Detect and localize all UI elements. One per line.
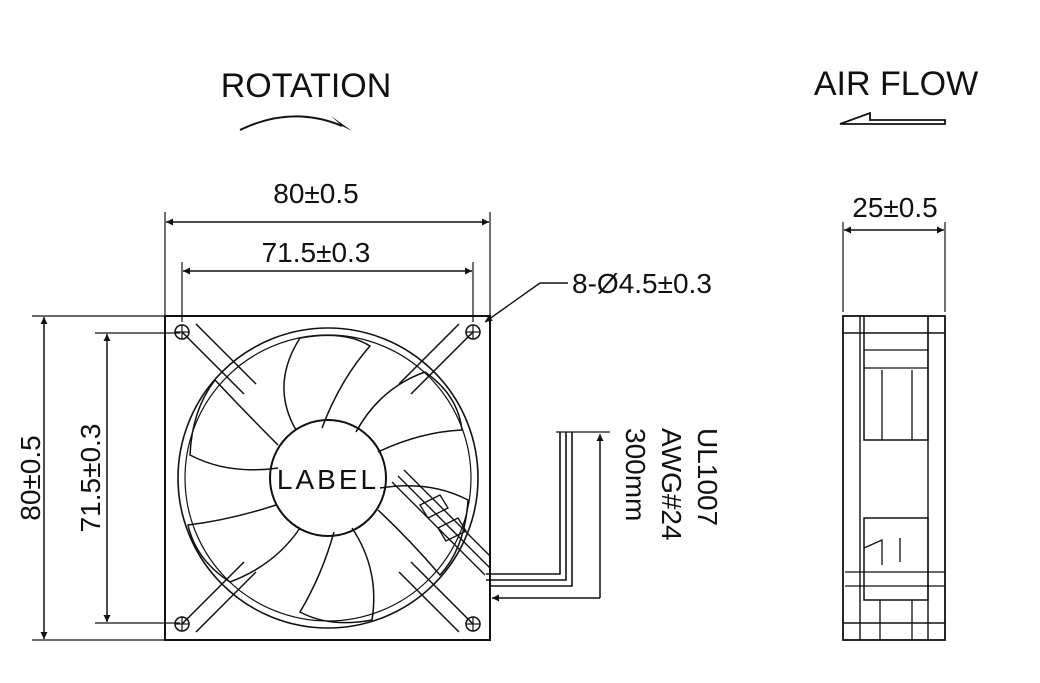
outer-height-label: 80±0.5 xyxy=(15,435,46,520)
mounting-hole-icon xyxy=(174,324,190,340)
airflow-arrow-icon xyxy=(839,111,946,125)
lead-wires xyxy=(486,431,610,602)
holes-leader xyxy=(484,282,568,323)
holes-label: 8-Ø4.5±0.3 xyxy=(572,268,712,299)
fan-side-view xyxy=(842,315,946,641)
rotation-title: ROTATION xyxy=(221,67,392,105)
mounting-hole-icon xyxy=(174,616,190,632)
hub-label: LABEL xyxy=(277,464,379,495)
mounting-hole-icon xyxy=(465,324,481,340)
wire-spec-line1: UL1007 xyxy=(692,428,723,526)
dimension-outer-height xyxy=(32,315,165,641)
fan-blades xyxy=(187,334,469,624)
dimension-inner-width xyxy=(181,262,474,322)
dimension-inner-height xyxy=(95,332,180,624)
wire-spec-line2: AWG#24 xyxy=(656,428,687,541)
depth-dimension xyxy=(842,222,946,312)
inner-width-label: 71.5±0.3 xyxy=(262,237,371,268)
outer-width-label: 80±0.5 xyxy=(273,178,358,209)
airflow-title: AIR FLOW xyxy=(814,65,978,103)
dimension-outer-width xyxy=(164,212,491,318)
frame-struts xyxy=(181,323,474,633)
mounting-hole-icon xyxy=(465,616,481,632)
fan-front-view: LABEL xyxy=(164,315,491,641)
inner-height-label: 71.5±0.3 xyxy=(75,424,106,533)
rotation-arrow-icon xyxy=(239,115,352,131)
wire-spec-line3: 300mm xyxy=(620,428,651,521)
wire-channel xyxy=(391,469,491,576)
depth-label: 25±0.5 xyxy=(852,192,937,223)
